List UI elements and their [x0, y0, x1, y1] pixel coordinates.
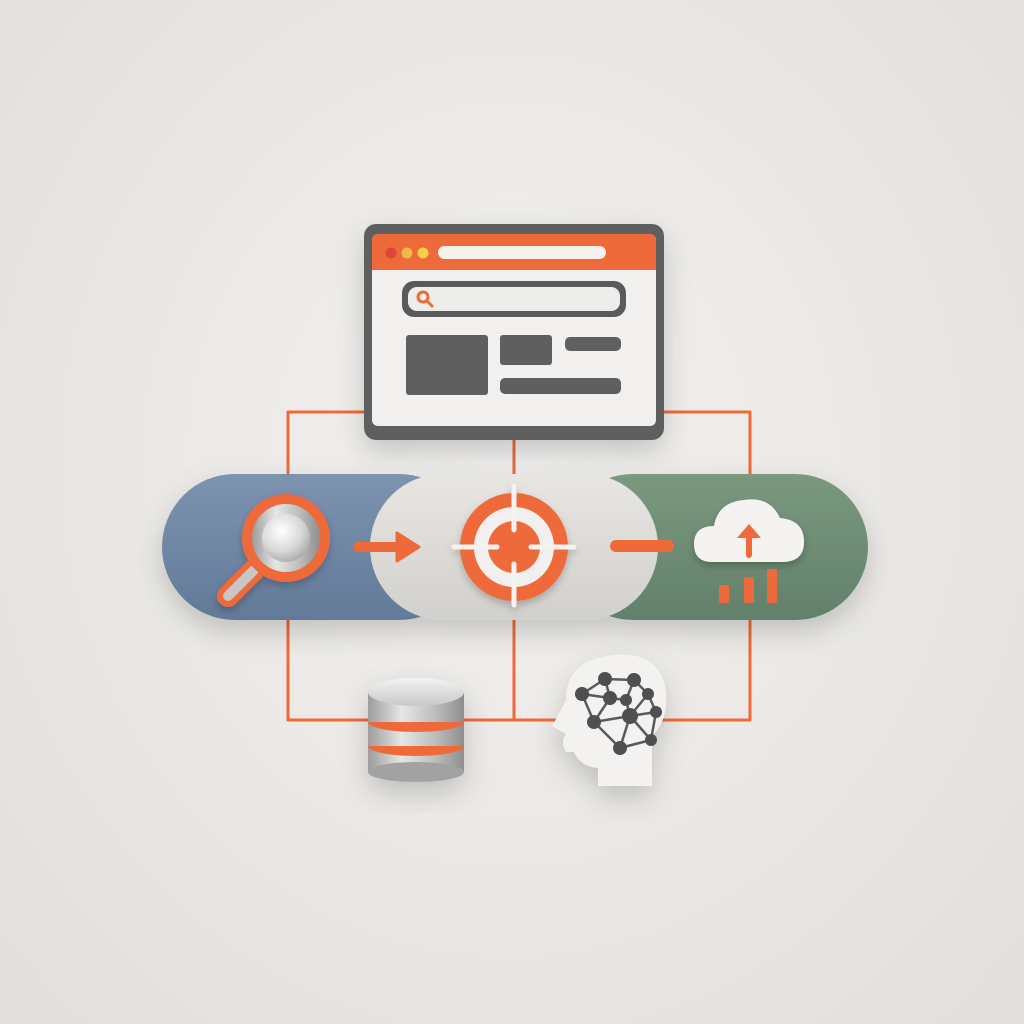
bar-2	[744, 577, 754, 603]
arrow-right-icon	[353, 531, 421, 563]
bar-chart-icon	[719, 569, 777, 603]
content-line-short	[565, 337, 621, 351]
bar-1	[719, 585, 729, 603]
neural-network-head-icon	[552, 654, 667, 786]
connector-center-lower	[460, 618, 516, 722]
window-dot-minimize	[401, 247, 413, 259]
browser-window-icon	[364, 224, 664, 440]
search-field-icon	[416, 290, 434, 308]
crosshair-target-icon	[451, 483, 577, 608]
bar-3	[767, 569, 777, 603]
content-block-small	[500, 335, 552, 365]
connector-left-upper	[286, 410, 366, 477]
content-block-large	[406, 335, 488, 395]
magnifier-icon	[217, 494, 330, 607]
connector-left-lower	[286, 618, 370, 722]
window-dot-zoom	[417, 247, 429, 259]
address-bar	[438, 246, 606, 259]
connector-right-upper	[662, 410, 752, 477]
connector-right-lower	[660, 618, 752, 722]
database-icon	[368, 678, 464, 782]
cloud-upload-icon	[694, 499, 804, 562]
connector-lines	[286, 410, 752, 722]
neural-network-nodes	[575, 672, 662, 755]
window-dot-close	[385, 247, 397, 259]
content-line-long	[500, 378, 621, 394]
